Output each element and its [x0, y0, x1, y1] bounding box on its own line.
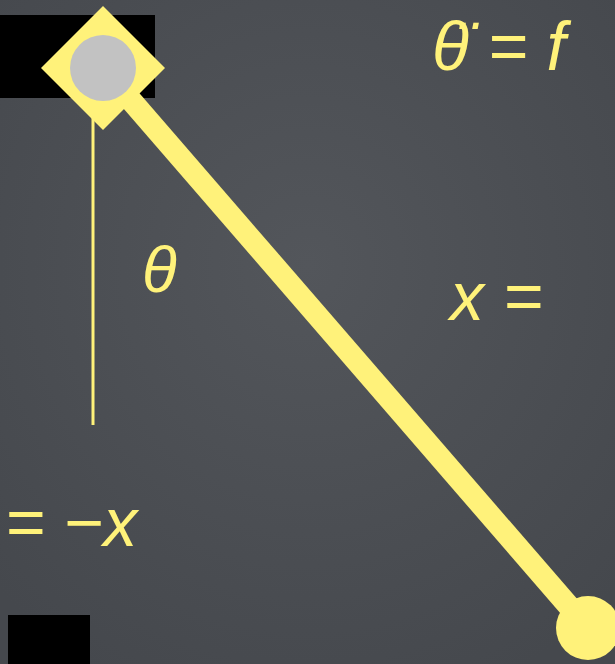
floor-block [8, 615, 90, 664]
equation-label: x = [450, 262, 543, 330]
pivot-mount [41, 6, 165, 130]
pivot [70, 35, 136, 101]
angle-label: θ [142, 238, 177, 302]
pendulum-bob [556, 596, 615, 660]
vertical-reference-line [92, 100, 95, 425]
equation-label: θ̈ = f [432, 12, 565, 80]
equation-label: = −x [5, 488, 137, 556]
pendulum-rod [103, 68, 586, 626]
